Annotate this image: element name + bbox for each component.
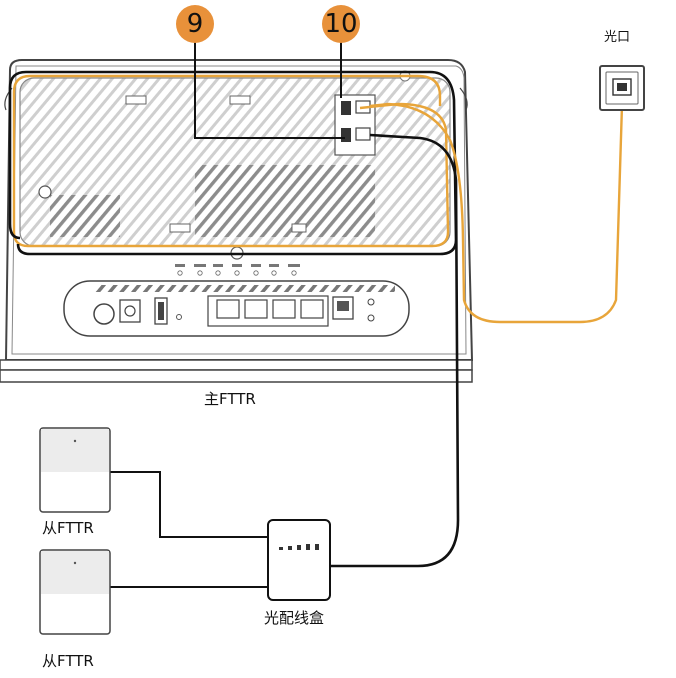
main-fttr-label: 主FTTR bbox=[204, 390, 256, 408]
fiber-loop-orange bbox=[12, 74, 450, 248]
sub-fttr-router-1 bbox=[39, 427, 111, 513]
sub-fttr-2-label: 从FTTR bbox=[42, 652, 94, 670]
callout-10-number: 10 bbox=[324, 9, 358, 39]
callout-9-badge bbox=[176, 5, 214, 43]
callout-9-number: 9 bbox=[186, 9, 204, 39]
fiber-to-optical-port bbox=[369, 102, 624, 324]
fiber-distribution-box bbox=[267, 519, 331, 601]
callout-10-badge bbox=[322, 5, 360, 43]
optical-port-label: 光口 bbox=[604, 30, 631, 45]
sub-fttr-router-2 bbox=[39, 549, 111, 635]
cable-sub-fttr-1 bbox=[110, 471, 268, 538]
optical-port-socket-icon bbox=[599, 65, 645, 111]
cable-loop-black bbox=[8, 70, 458, 256]
main-fttr-router bbox=[0, 59, 474, 383]
sub-fttr-1-label: 从FTTR bbox=[42, 519, 94, 537]
cable-to-fiber-box bbox=[330, 133, 460, 568]
callout-9-leader bbox=[194, 42, 345, 139]
fiber-box-label: 光配线盒 bbox=[264, 609, 325, 627]
